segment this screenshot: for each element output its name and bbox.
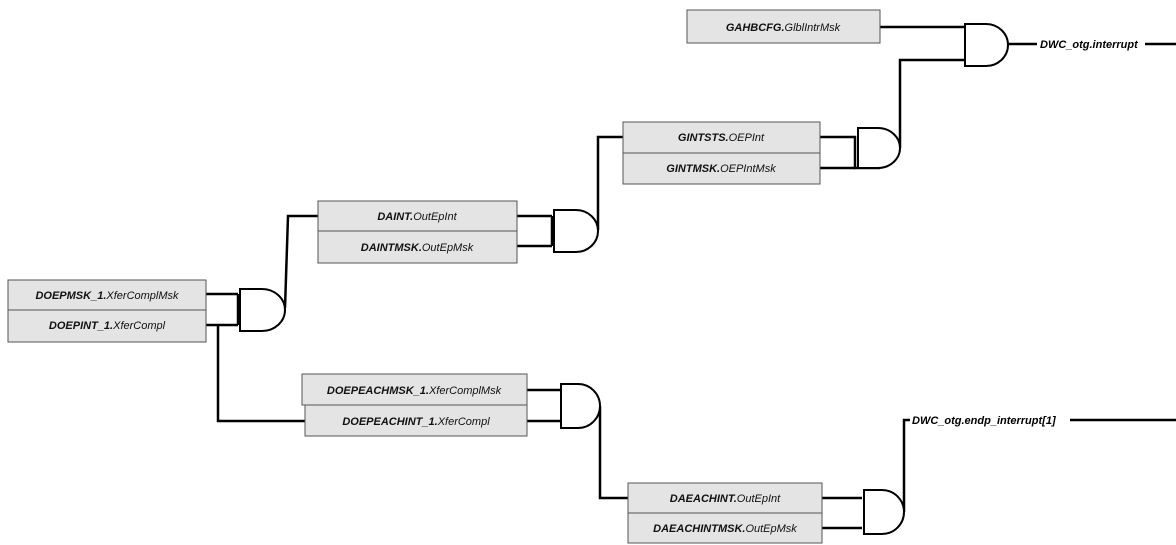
and-gates bbox=[239, 23, 1009, 535]
and-gate-xfercompl bbox=[239, 288, 286, 332]
label-daeachint: DAEACHINT.OutEpInt bbox=[670, 493, 781, 505]
register-box-doepmsk-doepint: DOEPMSK_1.XferComplMsk DOEPINT_1.XferCom… bbox=[7, 279, 207, 343]
wire-and3-to-gintsts bbox=[596, 135, 623, 230]
register-box-doepeachmsk: DOEPEACHMSK_1.XferComplMsk bbox=[301, 373, 528, 406]
register-box-daint-daintmsk: DAINT.OutEpInt DAINTMSK.OutEpMsk bbox=[317, 200, 518, 264]
wire-doepint-to-doepeachint bbox=[216, 325, 305, 423]
label-gahbcfg: GAHBCFG.GlblIntrMsk bbox=[726, 22, 841, 34]
register-box-doepeachint: DOEPEACHINT_1.XferCompl bbox=[304, 404, 528, 437]
output-label-endp-interrupt: DWC_otg.endp_interrupt[1] bbox=[912, 415, 1056, 427]
wire-and5-to-daeachint bbox=[598, 406, 628, 500]
label-daintmsk: DAINTMSK.OutEpMsk bbox=[361, 242, 474, 254]
output-label-interrupt: DWC_otg.interrupt bbox=[1040, 39, 1139, 51]
wire-and6-to-endp bbox=[902, 418, 910, 512]
and-gate-outepint bbox=[553, 209, 599, 253]
label-doepmsk-1: DOEPMSK_1.XferComplMsk bbox=[35, 290, 179, 302]
label-gintsts: GINTSTS.OEPInt bbox=[678, 132, 765, 144]
label-daint: DAINT.OutEpInt bbox=[377, 211, 457, 223]
label-gintmsk: GINTMSK.OEPIntMsk bbox=[666, 163, 776, 175]
label-doepeachmsk-1: DOEPEACHMSK_1.XferComplMsk bbox=[327, 385, 502, 397]
register-box-daeachint-daeachintmsk: DAEACHINT.OutEpInt DAEACHINTMSK.OutEpMsk bbox=[627, 482, 823, 544]
label-doepeachint-1: DOEPEACHINT_1.XferCompl bbox=[342, 416, 490, 428]
and-gate-doepeach bbox=[560, 383, 601, 429]
wire-and4-to-daint bbox=[283, 214, 318, 309]
wires bbox=[206, 25, 1176, 530]
and-gate-oepint bbox=[857, 127, 901, 169]
label-doepint-1: DOEPINT_1.XferCompl bbox=[49, 320, 166, 332]
wire-and2-to-and1 bbox=[898, 58, 965, 148]
label-daeachintmsk: DAEACHINTMSK.OutEpMsk bbox=[653, 523, 797, 535]
and-gate-daeach bbox=[863, 489, 905, 535]
register-box-gahbcfg: GAHBCFG.GlblIntrMsk bbox=[686, 9, 881, 44]
register-box-gintsts-gintmsk: GINTSTS.OEPInt GINTMSK.OEPIntMsk bbox=[622, 121, 821, 185]
and-gate-interrupt bbox=[964, 23, 1009, 67]
